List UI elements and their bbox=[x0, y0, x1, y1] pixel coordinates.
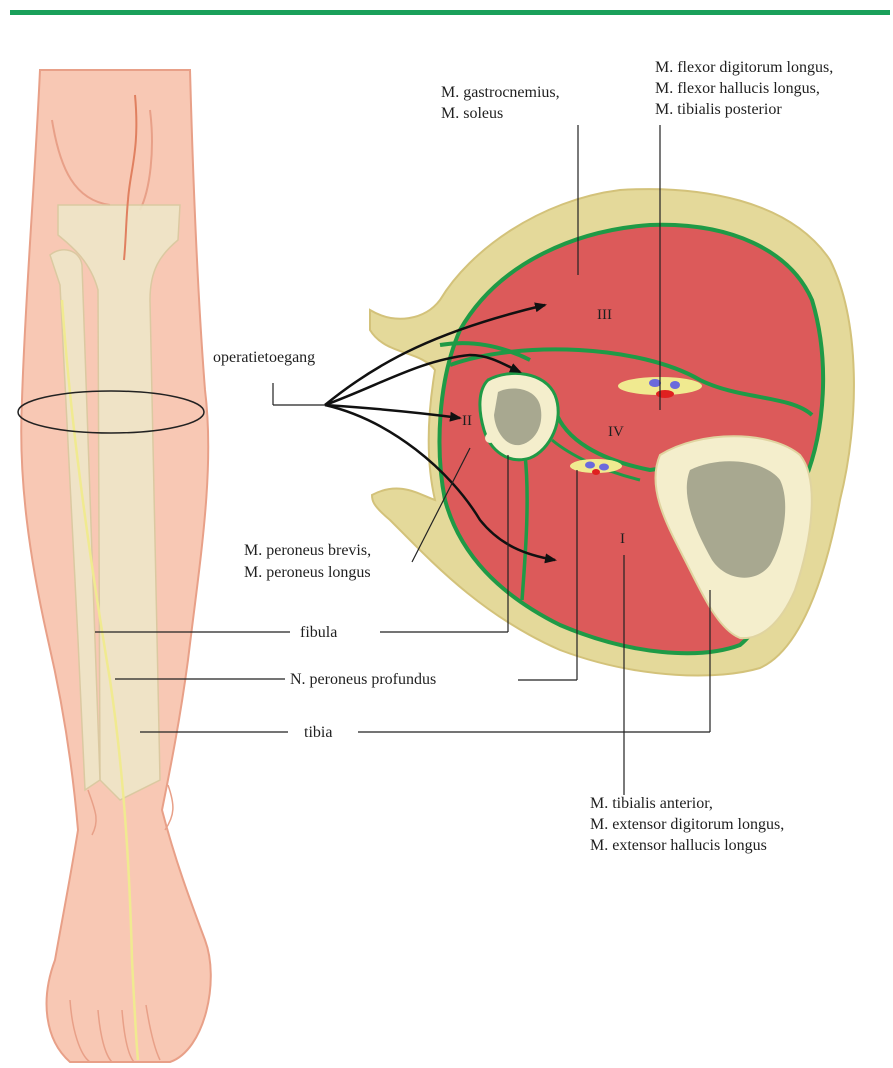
label-tibialis-3: M. extensor hallucis longus bbox=[590, 837, 767, 854]
label-gastrocnemius-1: M. gastrocnemius, bbox=[441, 84, 560, 101]
label-flexor-2: M. flexor hallucis longus, bbox=[655, 80, 820, 97]
label-tibia: tibia bbox=[304, 724, 332, 741]
label-nervus: N. peroneus profundus bbox=[290, 671, 436, 688]
label-tibialis-1: M. tibialis anterior, bbox=[590, 795, 713, 812]
compartment-II: II bbox=[462, 413, 472, 429]
label-gastrocnemius-2: M. soleus bbox=[441, 105, 503, 122]
cross-section: III II IV I bbox=[370, 189, 854, 675]
label-peroneus-2: M. peroneus longus bbox=[244, 564, 371, 581]
label-flexor-3: M. tibialis posterior bbox=[655, 101, 782, 118]
compartment-III: III bbox=[597, 307, 612, 323]
label-peroneus-1: M. peroneus brevis, bbox=[244, 542, 371, 559]
label-tibialis-2: M. extensor digitorum longus, bbox=[590, 816, 784, 833]
compartment-IV: IV bbox=[608, 424, 624, 440]
label-flexor-1: M. flexor digitorum longus, bbox=[655, 59, 833, 76]
label-operatietoegang: operatietoegang bbox=[213, 349, 315, 366]
leg-illustration bbox=[18, 70, 211, 1062]
compartment-I: I bbox=[620, 531, 625, 547]
label-fibula: fibula bbox=[300, 624, 337, 641]
